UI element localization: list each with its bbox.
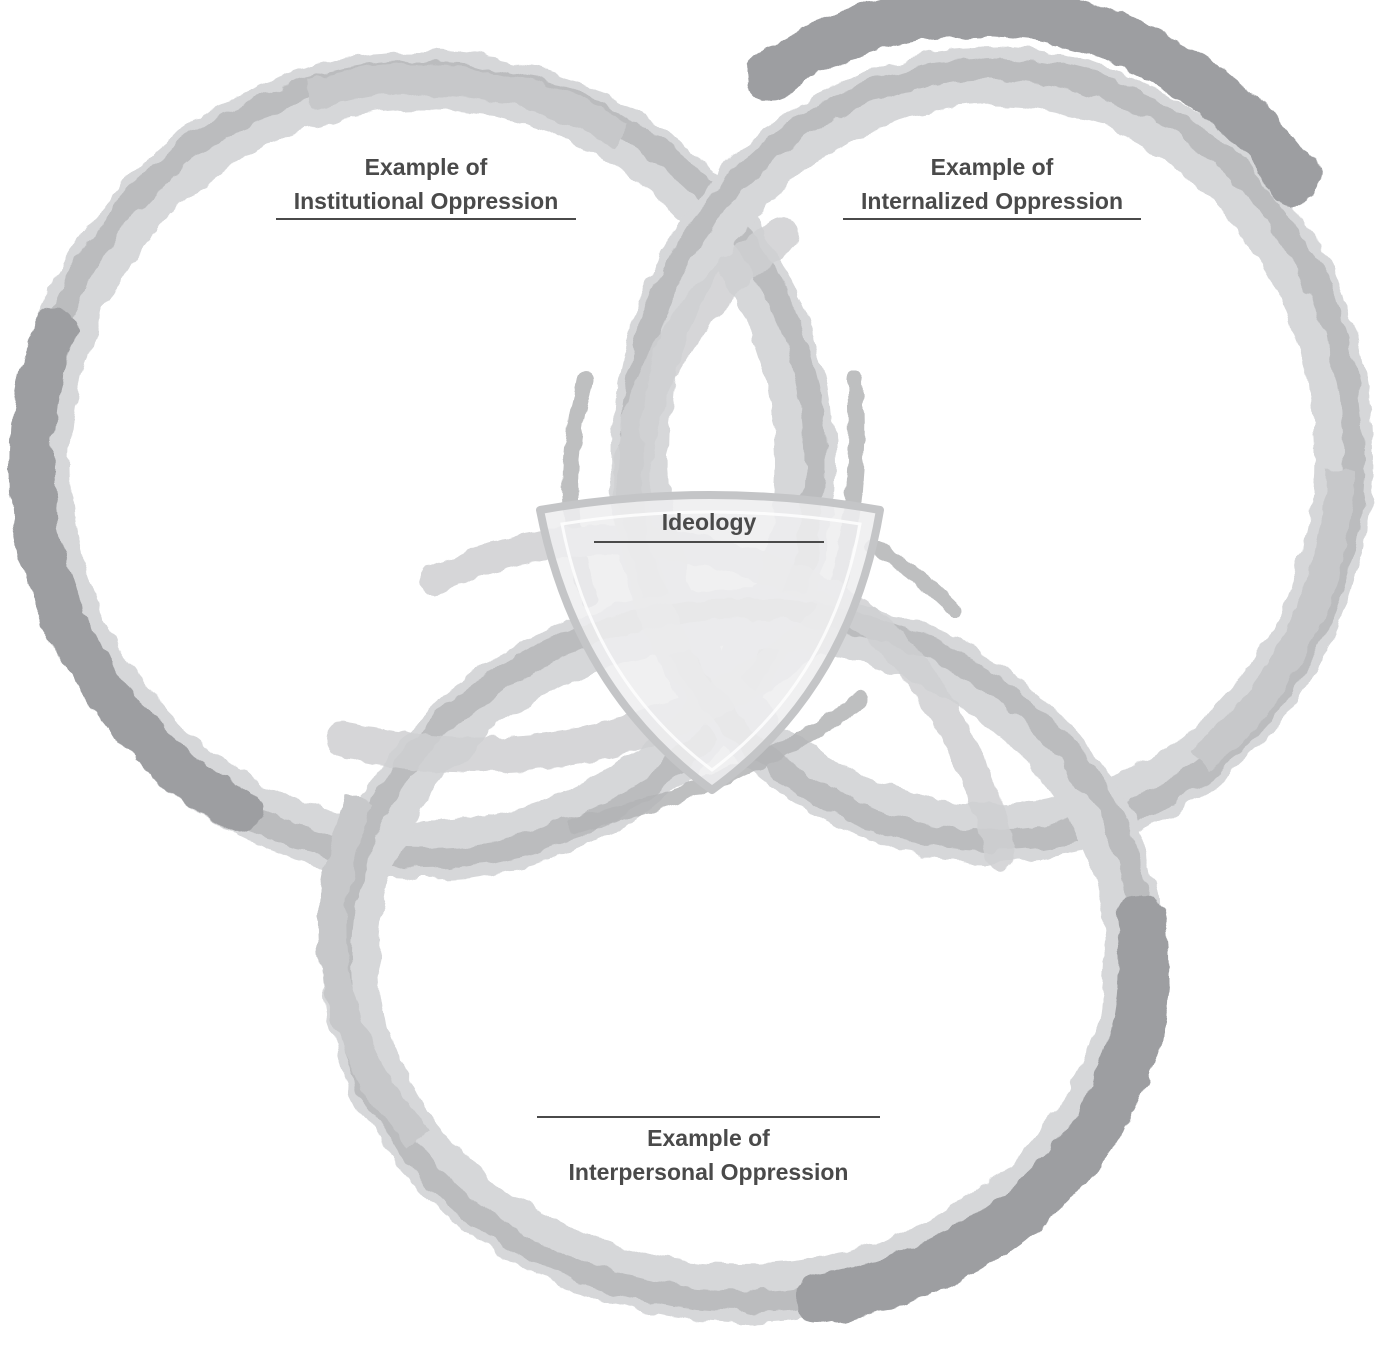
interpersonal-oppression-label: Example of Interpersonal Oppression bbox=[537, 1121, 880, 1189]
ideology-label-text: Ideology bbox=[594, 505, 824, 539]
interpersonal-label-line1: Example of bbox=[537, 1121, 880, 1155]
interpersonal-label-line2: Interpersonal Oppression bbox=[537, 1155, 880, 1189]
internalized-label-line2: Internalized Oppression bbox=[842, 184, 1142, 218]
institutional-oppression-label: Example of Institutional Oppression bbox=[276, 150, 576, 218]
interpersonal-answer-line[interactable] bbox=[537, 1116, 880, 1118]
ideology-answer-line[interactable] bbox=[594, 541, 824, 543]
internalized-oppression-label: Example of Internalized Oppression bbox=[842, 150, 1142, 218]
institutional-label-line1: Example of bbox=[276, 150, 576, 184]
institutional-answer-line[interactable] bbox=[276, 218, 576, 220]
internalized-label-line1: Example of bbox=[842, 150, 1142, 184]
institutional-label-line2: Institutional Oppression bbox=[276, 184, 576, 218]
ideology-label: Ideology bbox=[594, 505, 824, 539]
internalized-answer-line[interactable] bbox=[843, 218, 1141, 220]
